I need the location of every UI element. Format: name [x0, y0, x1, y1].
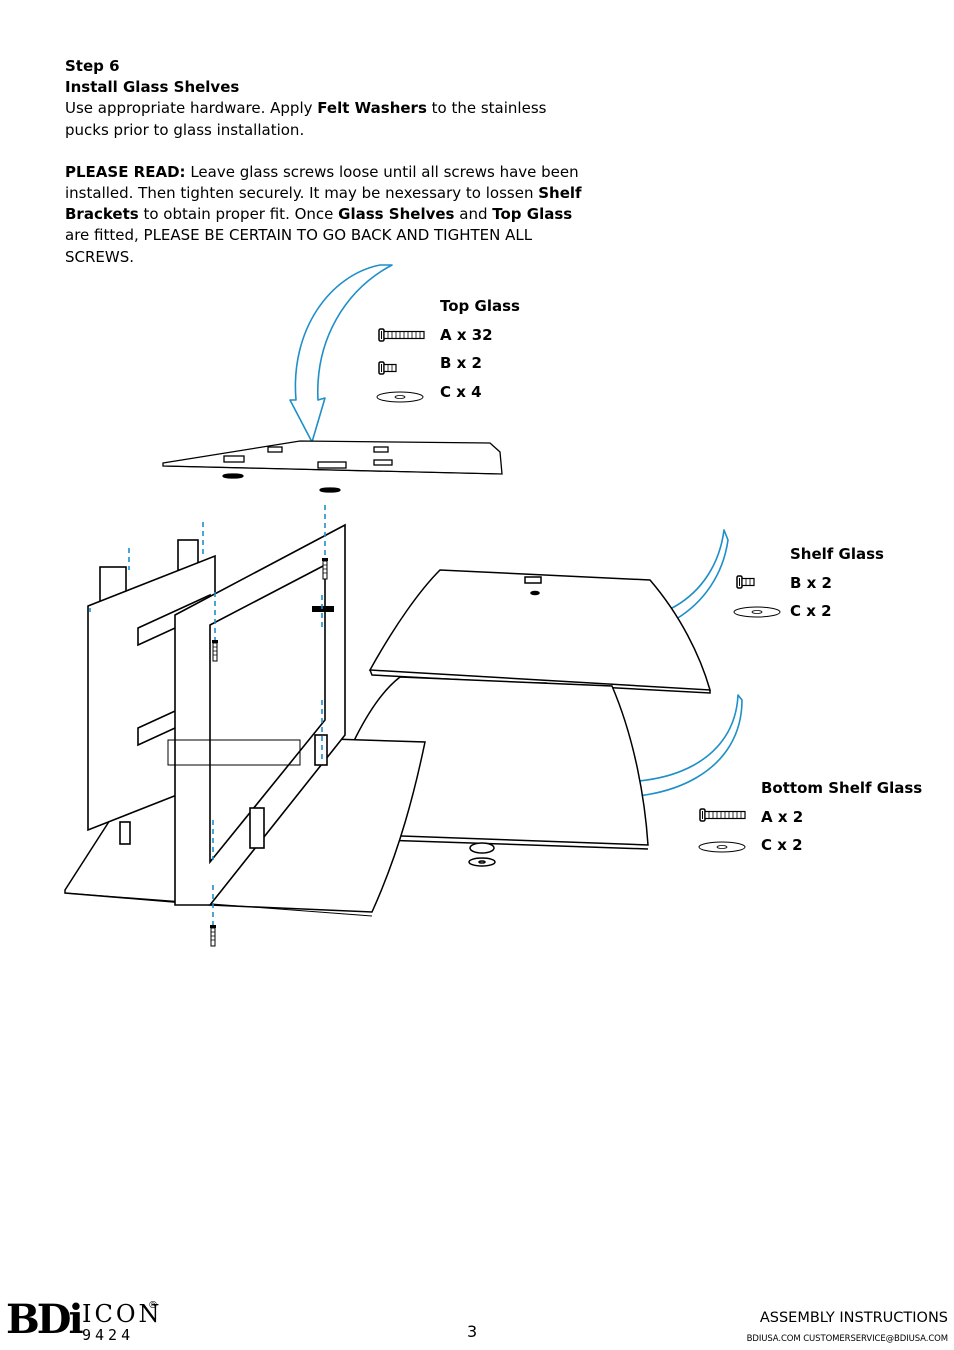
stand-frame — [87, 523, 346, 906]
arrow-icon — [289, 264, 393, 443]
screw-b-icon — [736, 575, 755, 589]
screw-a-icon — [378, 328, 425, 342]
instruction-paragraph-1: Use appropriate hardware. Apply Felt Was… — [65, 99, 547, 139]
top-glass-item-a: A x 32 — [440, 326, 493, 344]
registered-mark: ® — [148, 1300, 158, 1311]
page-number: 3 — [467, 1322, 478, 1341]
brand-logo: BDi — [6, 1296, 84, 1343]
top-glass-title: Top Glass — [440, 297, 520, 315]
screw-b-icon — [378, 361, 397, 375]
step-title: Install Glass Shelves — [65, 78, 240, 97]
washer-icon — [698, 841, 746, 853]
model-number: 9424 — [82, 1326, 135, 1344]
top-glass-item-c: C x 4 — [440, 383, 482, 401]
bottom-shelf-glass-item-a: A x 2 — [761, 808, 804, 826]
product-name: ICON — [82, 1300, 163, 1328]
instructions-block: Step 6 Install Glass Shelves Use appropr… — [65, 56, 585, 268]
contact-info: BDIUSA.COM CUSTOMERSERVICE@BDIUSA.COM — [746, 1334, 948, 1344]
step-label: Step 6 — [65, 57, 120, 75]
bottom-shelf-glass-title: Bottom Shelf Glass — [761, 779, 923, 797]
guide-lines — [89, 505, 326, 925]
shelf-glass-title: Shelf Glass — [790, 545, 884, 563]
doc-type: ASSEMBLY INSTRUCTIONS — [759, 1310, 948, 1326]
shelf-glass-item-b: B x 2 — [790, 574, 832, 592]
bottom-shelf-glass-item-c: C x 2 — [761, 836, 803, 854]
top-glass — [162, 440, 503, 493]
washer-icon — [733, 606, 781, 618]
screw-a-icon — [699, 808, 746, 822]
frame-screws — [209, 557, 334, 947]
shelf-glass-item-c: C x 2 — [790, 602, 832, 620]
washer-icon — [376, 391, 424, 403]
top-glass-item-b: B x 2 — [440, 354, 482, 372]
instruction-paragraph-2: PLEASE READ: Leave glass screws loose un… — [65, 162, 582, 266]
